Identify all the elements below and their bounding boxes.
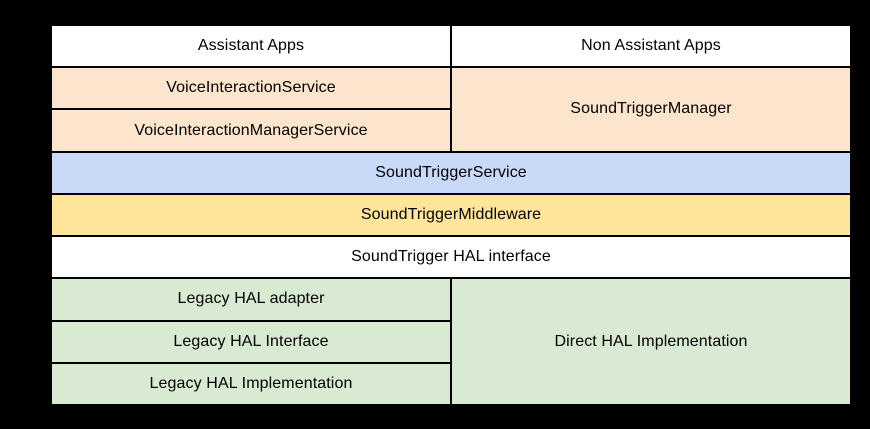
soundtrigger-stack-diagram: Assistant Apps Non Assistant Apps VoiceI…: [52, 26, 850, 404]
cell-voice-interaction-manager-service: VoiceInteractionManagerService: [52, 110, 450, 151]
cell-sound-trigger-service: SoundTriggerService: [52, 152, 850, 193]
cell-voice-interaction-service: VoiceInteractionService: [52, 68, 450, 109]
cell-legacy-hal-interface: Legacy HAL Interface: [52, 321, 450, 362]
cell-sound-trigger-manager: SoundTriggerManager: [452, 68, 850, 151]
cell-non-assistant-apps: Non Assistant Apps: [452, 26, 850, 67]
cell-sound-trigger-hal-interface: SoundTrigger HAL interface: [52, 237, 850, 278]
cell-direct-hal-implementation: Direct HAL Implementation: [452, 279, 850, 404]
cell-legacy-hal-adapter: Legacy HAL adapter: [52, 279, 450, 320]
cell-sound-trigger-middleware: SoundTriggerMiddleware: [52, 194, 850, 236]
cell-assistant-apps: Assistant Apps: [52, 26, 450, 67]
cell-legacy-hal-implementation: Legacy HAL Implementation: [52, 363, 450, 404]
